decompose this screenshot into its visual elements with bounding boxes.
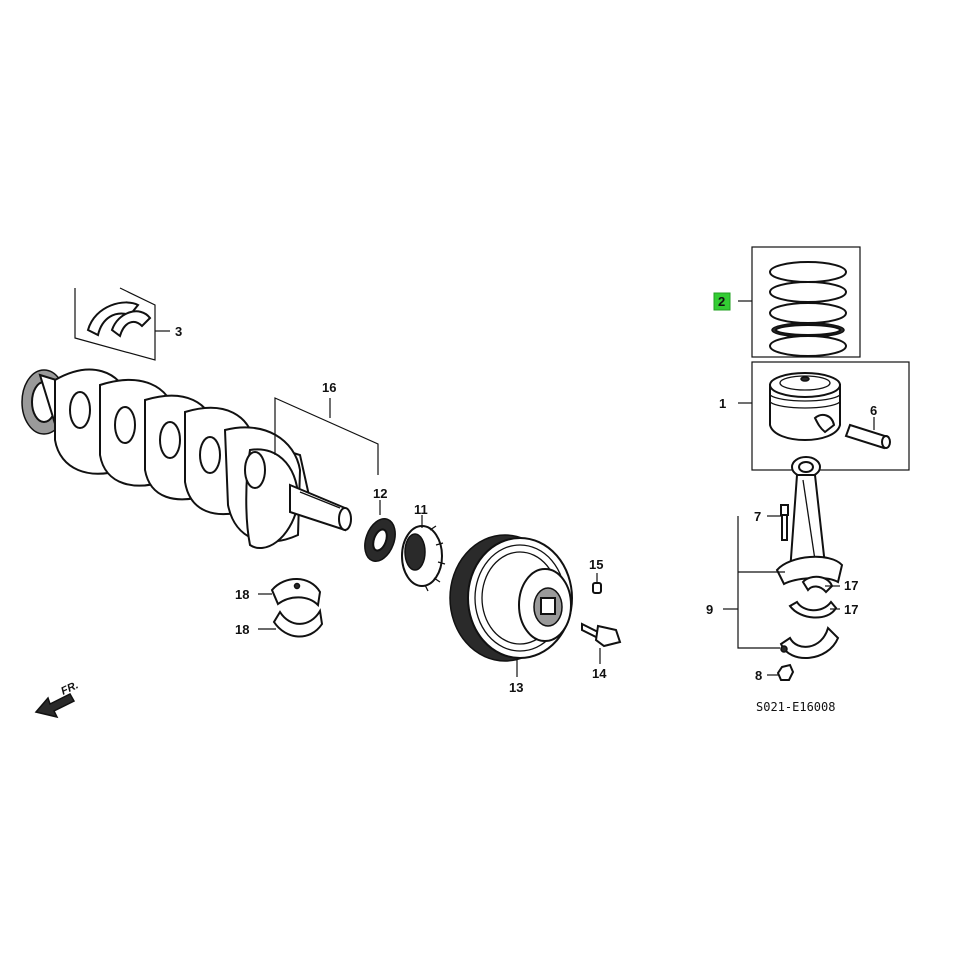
callout-label-3[interactable]: 3 <box>175 324 182 339</box>
connecting-rod-bolt[interactable] <box>767 504 789 541</box>
callout-label-17-upper[interactable]: 17 <box>844 578 858 593</box>
front-direction-arrow <box>34 693 76 719</box>
callout-label-15[interactable]: 15 <box>589 557 603 572</box>
piston-pin[interactable] <box>844 417 891 450</box>
thrust-washer-group[interactable] <box>74 287 170 361</box>
front-marker-label: FR. <box>59 679 80 697</box>
callout-label-8[interactable]: 8 <box>755 668 762 683</box>
main-bearing-lower[interactable] <box>258 608 324 638</box>
callout-label-6[interactable]: 6 <box>870 403 877 418</box>
callout-16-bracket <box>274 397 379 475</box>
pulley-bolt[interactable] <box>581 622 622 664</box>
callout-label-16[interactable]: 16 <box>322 380 336 395</box>
connecting-rod[interactable] <box>775 456 844 586</box>
timing-sprocket[interactable] <box>401 515 446 592</box>
callout-label-11[interactable]: 11 <box>414 502 428 517</box>
crankshaft-pulley[interactable] <box>449 534 573 677</box>
connecting-rod-cap[interactable] <box>779 626 840 659</box>
callout-label-18-upper[interactable]: 18 <box>235 587 249 602</box>
callout-label-2[interactable]: 2 <box>718 294 725 309</box>
callout-9-bracket <box>737 516 780 649</box>
callout-label-18-lower[interactable]: 18 <box>235 622 249 637</box>
woodruff-key[interactable] <box>592 573 602 594</box>
crank-pulley-key-plate[interactable] <box>359 500 400 565</box>
callout-label-13[interactable]: 13 <box>509 680 523 695</box>
main-bearing-upper[interactable] <box>258 578 322 608</box>
crankshaft[interactable] <box>21 368 352 550</box>
rod-bearing-lower[interactable] <box>788 600 840 619</box>
callout-label-7[interactable]: 7 <box>754 509 761 524</box>
callout-label-9[interactable]: 9 <box>706 602 713 617</box>
piston[interactable] <box>738 361 910 471</box>
rod-bearing-upper[interactable] <box>801 575 840 594</box>
diagram-code: S021-E16008 <box>756 700 835 714</box>
callout-2-highlight <box>713 292 731 311</box>
callout-label-17-lower[interactable]: 17 <box>844 602 858 617</box>
callout-label-1[interactable]: 1 <box>719 396 726 411</box>
callout-label-12[interactable]: 12 <box>373 486 387 501</box>
piston-ring-set[interactable] <box>738 246 861 358</box>
connecting-rod-nut[interactable] <box>767 663 795 681</box>
callout-label-14[interactable]: 14 <box>592 666 607 681</box>
